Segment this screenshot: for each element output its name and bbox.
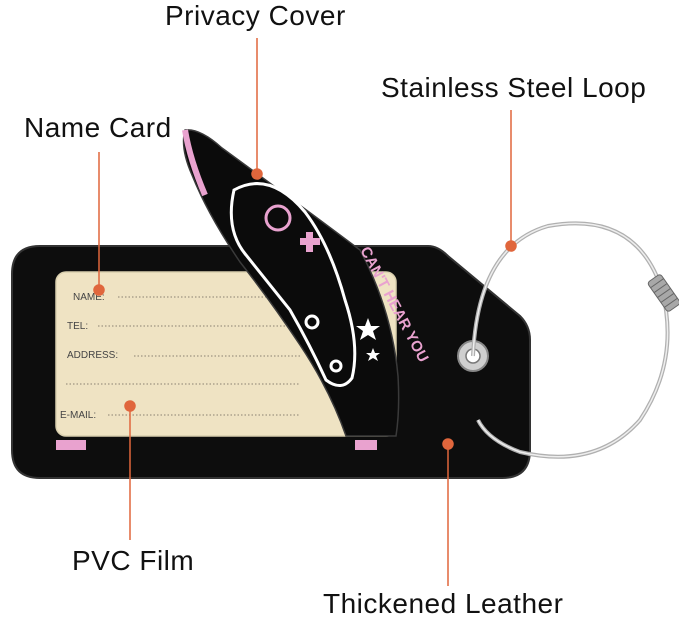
dpad-icon <box>300 232 320 252</box>
star-icon <box>356 318 380 361</box>
privacy-cover-label: Privacy Cover <box>165 0 346 31</box>
card-email-field: E-MAIL: <box>60 410 96 421</box>
card-name-field: NAME: <box>73 292 105 303</box>
thickened-leather-label: Thickened Leather <box>323 588 564 619</box>
flap-edge <box>182 129 208 197</box>
name-card-label: Name Card <box>24 112 172 143</box>
controller-graphic <box>229 182 357 387</box>
callout-leaders <box>93 38 517 586</box>
card-tel-field: TEL: <box>67 321 88 332</box>
screw-connector <box>647 274 679 312</box>
pink-print-fragment <box>56 440 86 450</box>
card-address-field: ADDRESS: <box>67 350 118 361</box>
stainless-loop-label: Stainless Steel Loop <box>381 72 647 103</box>
pink-print-fragment <box>355 440 377 450</box>
stainless-steel-loop-highlight <box>472 222 669 458</box>
pvc-film-label: PVC Film <box>72 545 195 576</box>
